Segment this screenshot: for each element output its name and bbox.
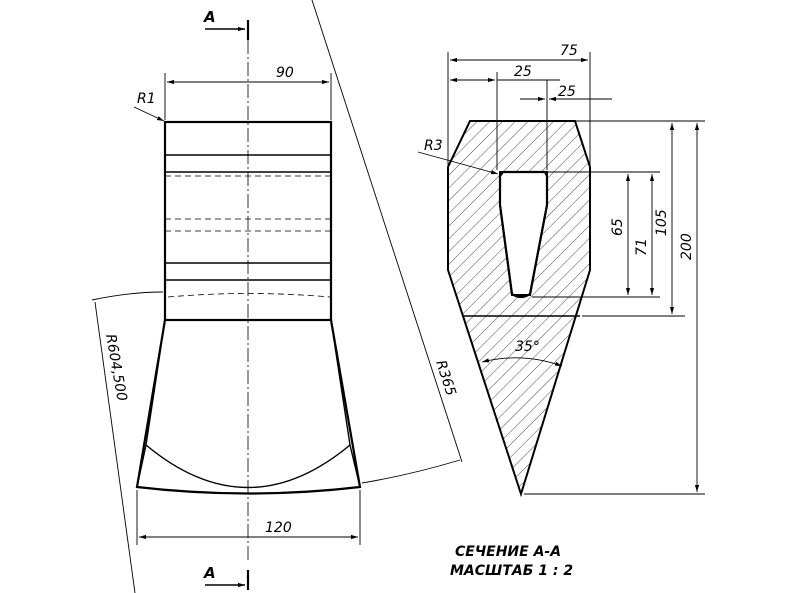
section-view: 75 25 25 R3 65 71 105 200 35° (417, 43, 705, 498)
dim-leader-left-arc (94, 301, 136, 593)
dim-leader-r3 (417, 151, 499, 175)
dim-slot-offset: 25 (514, 64, 532, 80)
dim-leader-r1 (133, 106, 165, 122)
dim-fillet: R3 (424, 138, 443, 154)
dim-left-arc: R604,500 (102, 333, 130, 402)
section-body-hatched (447, 120, 591, 498)
dim-slot-depth-inner: 65 (610, 218, 626, 236)
front-blade-outline (135, 319, 362, 495)
dim-angle: 35° (515, 339, 540, 355)
dim-angle-arc (481, 357, 563, 367)
front-blade-right-tip (349, 444, 361, 488)
section-caption: СЕЧЕНИЕ А-А МАСШТАБ 1 : 2 (450, 544, 573, 579)
front-blade-left-tip (136, 444, 147, 488)
front-blade-edge-arc (145, 444, 351, 489)
dim-right-arc: R365 (432, 358, 459, 398)
dim-arc-right (361, 459, 461, 484)
dim-corner-radius: R1 (137, 91, 156, 107)
dim-total-width: 75 (560, 43, 578, 59)
front-view: A A 90 R1 120 (91, 0, 463, 593)
dim-arc-left (91, 291, 164, 301)
front-blade-inner-left (145, 319, 166, 446)
caption-section-title: СЕЧЕНИЕ А-А (455, 544, 561, 560)
front-blade-inner-right (330, 319, 351, 446)
dim-total-height: 200 (679, 233, 695, 260)
section-label-bottom: A (203, 564, 216, 582)
front-head-outline (163, 120, 333, 322)
dim-top-width: 90 (276, 65, 294, 81)
section-label-top: A (203, 8, 216, 26)
dim-slot-depth-outer: 71 (634, 238, 650, 256)
caption-scale: МАСШТАБ 1 : 2 (450, 563, 573, 579)
section-slot-outline (498, 170, 549, 299)
dim-slot-width: 25 (558, 84, 576, 100)
dim-bottom-width: 120 (265, 520, 292, 536)
dim-leader-right-arc (311, 0, 463, 463)
front-hidden-arc (167, 293, 331, 298)
dim-upper-height: 105 (654, 209, 670, 236)
